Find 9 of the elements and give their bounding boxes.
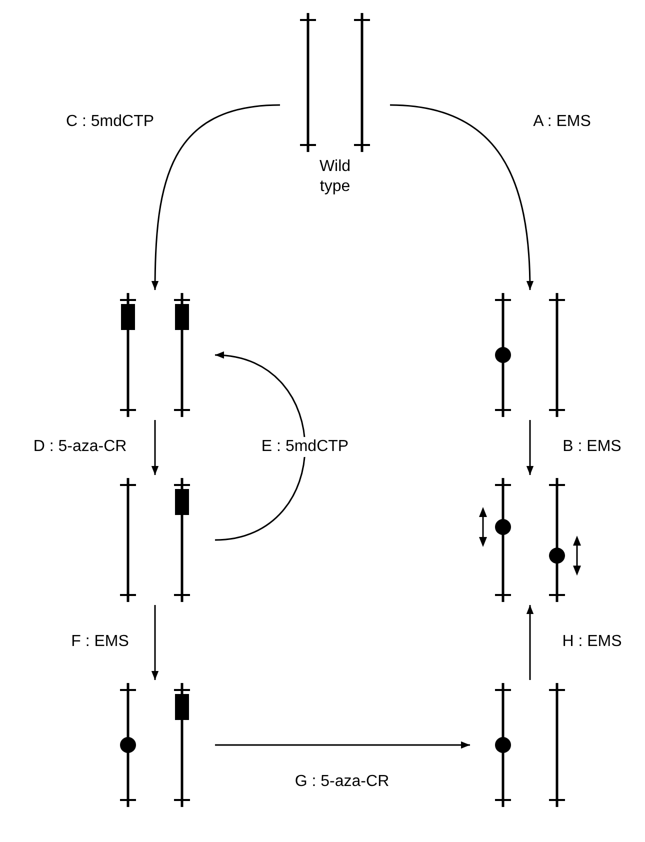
node-label: Wild type [318,157,352,197]
arrow [152,104,280,290]
arrow [390,104,534,290]
arrow [151,420,159,475]
arrow [214,352,306,541]
arrow [526,420,534,475]
arrow [526,605,534,680]
arrow [215,741,470,749]
arrow [151,605,159,680]
